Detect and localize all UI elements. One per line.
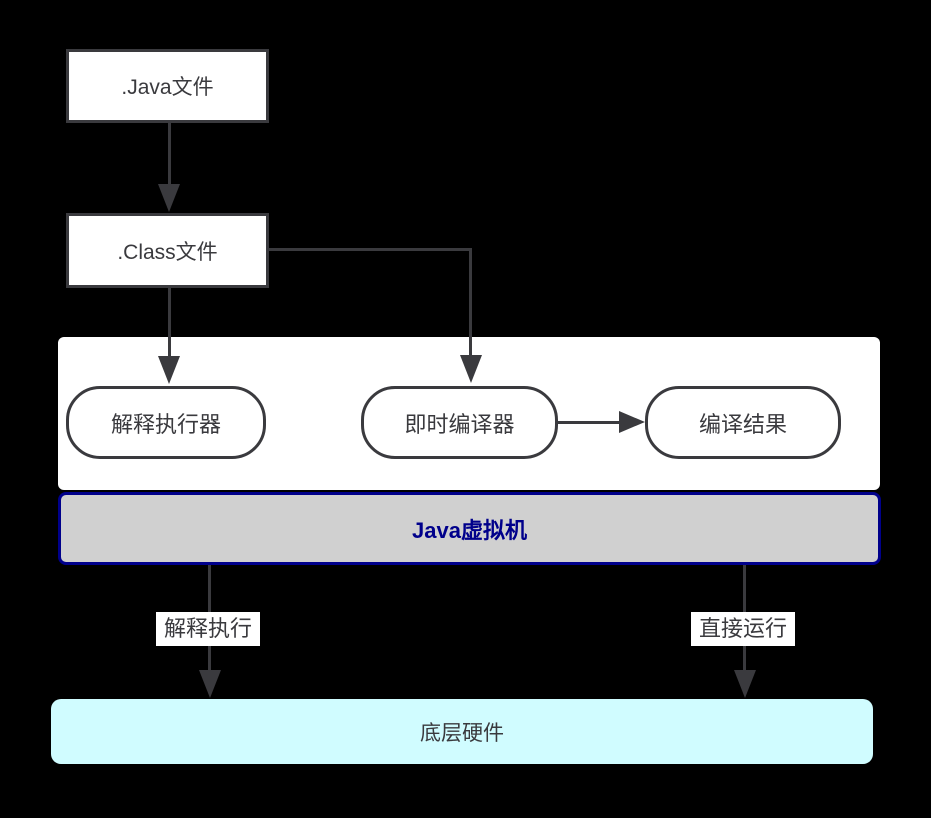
arrow-line — [469, 248, 472, 356]
arrow-line — [558, 421, 622, 424]
node-java-file-label: .Java文件 — [121, 76, 214, 99]
node-jvm: Java虚拟机 — [58, 492, 881, 565]
arrowhead-down-icon — [199, 670, 221, 698]
node-class-file-label: .Class文件 — [117, 240, 218, 264]
node-java-file: .Java文件 — [66, 49, 269, 123]
node-class-file: .Class文件 — [66, 213, 269, 288]
node-jvm-label: Java虚拟机 — [412, 517, 527, 543]
node-interpreter-label: 解释执行器 — [110, 411, 221, 437]
edge-label-direct-run: 直接运行 — [691, 612, 796, 646]
node-jit-compiler-label: 即时编译器 — [404, 411, 515, 437]
node-hardware: 底层硬件 — [51, 699, 873, 764]
arrow-line — [168, 288, 171, 358]
arrow-line — [269, 248, 472, 251]
arrowhead-down-icon — [158, 184, 180, 212]
edge-label-interpret-exec: 解释执行 — [156, 612, 261, 646]
arrowhead-down-icon — [460, 355, 482, 383]
arrowhead-down-icon — [158, 356, 180, 384]
node-interpreter: 解释执行器 — [66, 386, 266, 459]
node-compile-result: 编译结果 — [645, 386, 841, 459]
node-jit-compiler: 即时编译器 — [361, 386, 558, 459]
arrowhead-right-icon — [619, 411, 645, 433]
arrowhead-down-icon — [734, 670, 756, 698]
arrow-line — [168, 123, 171, 185]
node-hardware-label: 底层硬件 — [420, 721, 504, 745]
node-compile-result-label: 编译结果 — [698, 411, 787, 437]
